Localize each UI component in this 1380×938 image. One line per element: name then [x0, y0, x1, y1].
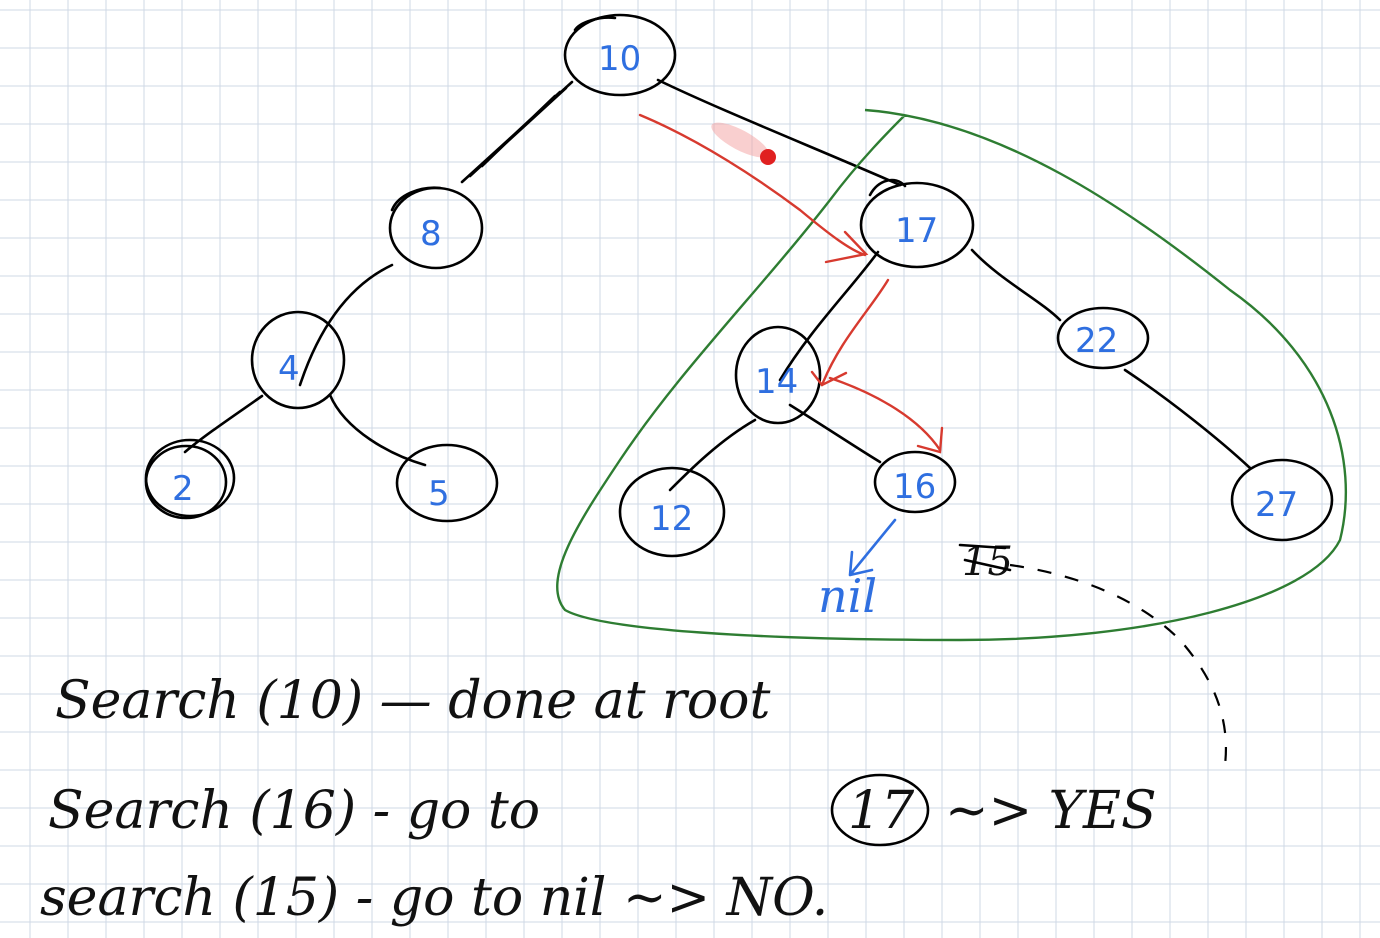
note-line-2: Search (16) - go to	[48, 781, 540, 841]
node-27: 27	[1230, 458, 1334, 542]
node-label: 16	[893, 467, 936, 507]
edge-17-22	[970, 248, 1062, 322]
edge-14-12	[668, 418, 757, 492]
node-16: 16	[873, 450, 957, 514]
search-path	[638, 113, 944, 454]
node-label: 14	[755, 362, 798, 402]
node-label: 8	[420, 214, 442, 254]
laser-pointer	[711, 122, 776, 165]
node-label: 4	[278, 349, 300, 389]
nil-label: nil	[818, 569, 877, 623]
node-5: 5	[395, 443, 499, 523]
notes: Search (10) — done at root Search (16) -…	[40, 671, 1157, 928]
node-label: 22	[1075, 321, 1118, 361]
node-label: 27	[1255, 485, 1298, 525]
node-2: 2	[144, 438, 236, 520]
node-10: 10	[563, 13, 677, 97]
node-12: 12	[618, 466, 726, 558]
node-label: 10	[598, 39, 641, 79]
note-line-2-circled: 17	[848, 781, 915, 841]
node-label: 2	[172, 469, 194, 509]
edge-22-27	[1123, 368, 1252, 470]
crossed-out-15: 15	[958, 539, 1227, 766]
nil-annotation: nil	[818, 518, 897, 623]
node-14: 14	[734, 325, 822, 425]
tree-edges	[183, 78, 1252, 492]
node-8: 8	[388, 186, 484, 270]
edge-17-14	[778, 250, 880, 382]
subtree-outline	[556, 108, 1347, 642]
tree-nodes: 10 8 4 2 5 17 14 2	[144, 13, 1334, 558]
node-22: 22	[1056, 306, 1150, 370]
node-4: 4	[250, 310, 346, 410]
note-line-2-result: ~> YES	[945, 781, 1157, 841]
node-17: 17	[859, 178, 975, 269]
edge-4-2	[183, 394, 264, 454]
node-label: 5	[428, 474, 450, 514]
node-label: 12	[650, 499, 693, 539]
edge-10-8	[460, 80, 574, 184]
note-line-1: Search (10) — done at root	[55, 671, 770, 731]
edge-4-5	[328, 393, 427, 467]
edge-8-4	[298, 263, 394, 387]
note-line-3: search (15) - go to nil ~> NO.	[40, 868, 828, 928]
edge-10-17	[656, 78, 902, 187]
node-label: 17	[895, 211, 938, 251]
